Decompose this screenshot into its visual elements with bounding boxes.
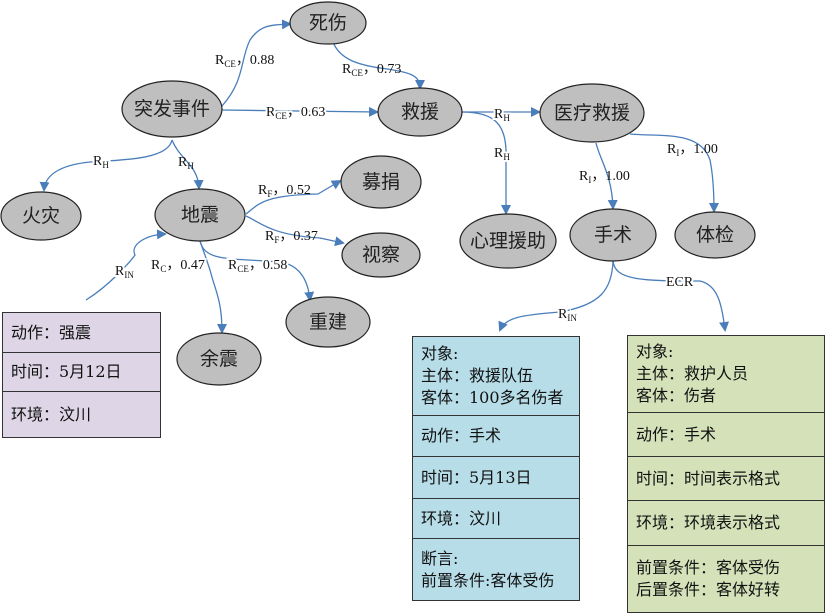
edge-label: RCE，0.73 [342,62,401,78]
edge-label: RI，1.00 [579,169,630,185]
precondition: 前置条件：客体受伤 [636,558,781,577]
svg-text:火灾: 火灾 [22,205,60,227]
node-sishang: 死伤 [289,1,367,45]
object-object: 客体：伤者 [636,386,717,405]
box-row-action: 动作：手术 [628,413,824,457]
svg-text:余震: 余震 [200,348,238,370]
box-row-time: 时间：5月12日 [3,353,160,392]
event-box-surgery-class: 对象: 主体：救护人员 客体：伤者 动作：手术 时间：时间表示格式 环境：环境表… [627,335,825,613]
svg-text:医疗救援: 医疗救援 [554,102,630,124]
node-yuzhen: 余震 [176,332,262,386]
node-mujuan: 募捐 [340,155,422,209]
edge-label: RF，0.37 [265,229,318,245]
edge-tufa-dizhen [171,139,204,190]
edge-shoushu-boxright [612,260,730,332]
event-box-earthquake: 动作：强震 时间：5月12日 环境：汶川 [2,312,161,438]
svg-text:手术: 手术 [594,224,632,246]
precondition: 前置条件:客体受伤 [421,570,555,590]
node-shoushu: 手术 [569,208,657,262]
edge-shoushu-boxmid [498,260,614,332]
edge-label: RIN [558,307,577,323]
box-row-assertion: 断言: 前置条件:客体受伤 [413,539,579,600]
node-tufa: 突发事件 [121,80,223,138]
box-row-action: 动作：手术 [413,416,579,457]
box-row-object: 对象: 主体：救护人员 客体：伤者 [628,336,824,413]
svg-text:重建: 重建 [309,311,347,333]
edge-yiliao-shoushu [595,142,618,210]
edge-label: ECR [666,275,694,290]
box-row-env: 环境：汶川 [11,404,92,424]
edge-box-dizhen [85,229,167,301]
svg-text:死伤: 死伤 [309,12,347,34]
node-shicha: 视察 [341,232,421,278]
box-row-conditions: 前置条件：客体受伤 后置条件：客体好转 [628,546,824,612]
edge-jiuyuan-xinli [461,111,511,215]
svg-text:视察: 视察 [362,244,400,266]
node-xinli: 心理援助 [459,213,557,269]
object-title: 对象: [421,344,459,363]
edge-yiliao-tijian [629,133,719,213]
edge-label: RCE，0.88 [215,53,274,69]
postcondition: 后置条件：客体好转 [636,580,781,599]
object-subject: 主体：救护人员 [636,364,749,383]
box-row-time: 时间：时间表示格式 [628,457,824,501]
node-chongjian: 重建 [285,296,371,348]
box-row-env: 环境：环境表示格式 [628,501,824,546]
object-title: 对象: [636,342,674,361]
edge-sishang-jiuyuan [332,41,425,90]
edge-label: RH [494,107,510,123]
edge-label: RCE，0.58 [228,258,287,274]
edge-label: RH [494,146,510,162]
svg-text:救援: 救援 [401,101,439,123]
svg-text:募捐: 募捐 [362,171,400,193]
edge-labels: RCE，0.88 RCE，0.73 RCE，0.63 RH RH RH RH R… [91,53,718,325]
edge-label: RH [178,155,194,171]
svg-text:心理援助: 心理援助 [470,230,546,252]
object-object: 客体：100多名伤者 [421,388,564,407]
edge-label: RH [93,154,109,170]
box-row-env: 环境：汶川 [413,499,579,539]
node-huozai: 火灾 [0,191,82,241]
box-row-action: 动作：强震 [3,313,160,353]
svg-text:地震: 地震 [181,204,219,226]
node-dizhen: 地震 [154,188,246,242]
node-yiliao: 医疗救援 [539,83,645,143]
object-subject: 主体：救援队伍 [421,366,534,385]
edge-label: RCE，0.63 [266,105,325,121]
box-row-object: 对象: 主体：救援队伍 客体：100多名伤者 [413,337,579,416]
edge-dizhen-chongjian [199,240,315,302]
svg-text:突发事件: 突发事件 [134,98,210,120]
svg-text:体检: 体检 [696,224,734,246]
node-tijian: 体检 [674,211,756,259]
edge-dizhen-mujuan [245,179,342,215]
edge-label: RC，0.47 [151,258,205,274]
edge-tufa-jiuyuan [221,106,379,117]
edge-label: RI，1.00 [667,142,718,158]
edge-label: RF，0.52 [258,183,311,199]
edge-dizhen-yuzhen [199,240,227,334]
event-box-surgery-instance: 对象: 主体：救援队伍 客体：100多名伤者 动作：手术 时间：5月13日 环境… [412,336,580,601]
node-jiuyuan: 救援 [377,87,463,137]
edge-tufa-sishang [221,19,292,107]
assertion-title: 断言: [421,548,459,568]
edge-tufa-huozai [39,139,173,192]
edge-label: RIN [115,264,134,280]
box-row-time: 时间：5月13日 [413,457,579,499]
edge-dizhen-shicha [245,215,345,247]
